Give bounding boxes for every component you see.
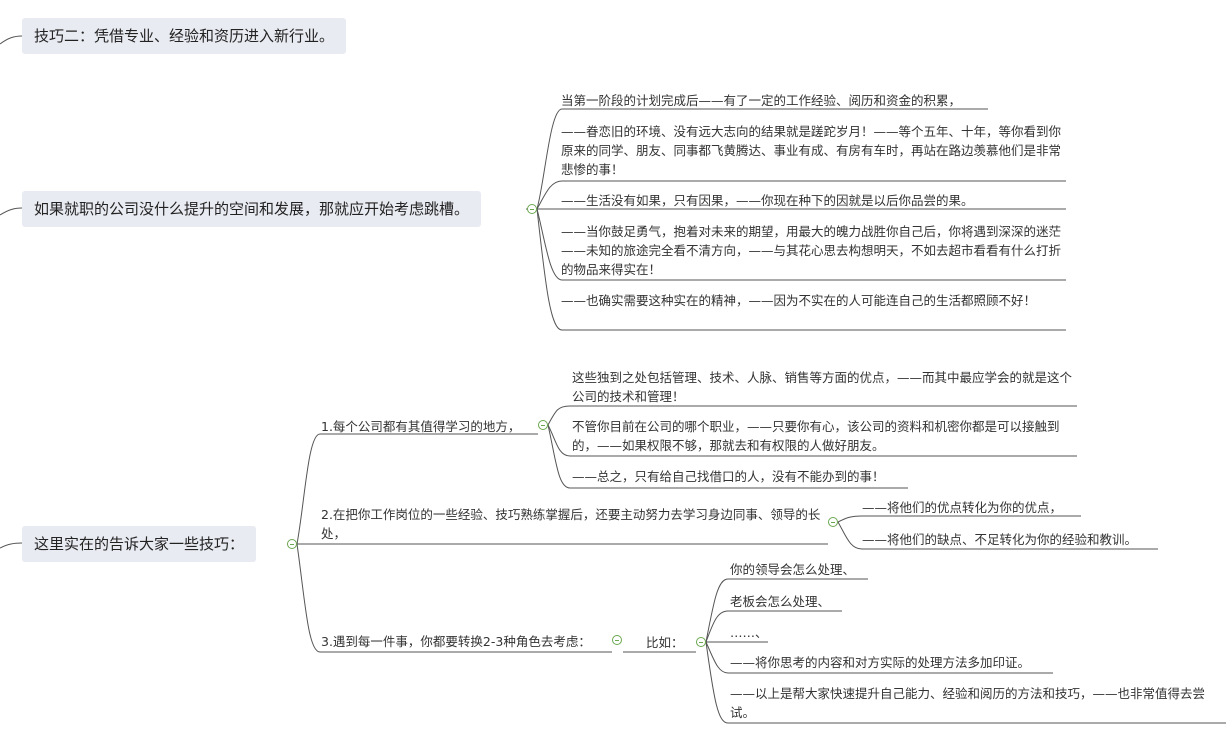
connector-b2-c1 <box>837 515 1081 523</box>
t3-branch-3-sublabel[interactable]: 比如： <box>646 635 684 650</box>
b3-child-2[interactable]: 老板会怎么处理、 <box>730 594 831 609</box>
b1-child-2[interactable]: 不管你目前在公司的哪个职业，——只要你有心，该公司的资料和机密你都是可以接触到的… <box>572 419 1060 453</box>
b3-child-3[interactable]: ……、 <box>730 625 768 640</box>
connector-b1-c2 <box>547 424 1077 457</box>
connector-root-topic-3 <box>0 542 23 549</box>
connector-b3-c5 <box>705 641 1226 724</box>
t3-branch-1[interactable]: 1.每个公司都有其值得学习的地方， <box>321 419 521 434</box>
collapse-toggle-icon[interactable] <box>527 204 537 214</box>
collapse-toggle-icon[interactable] <box>287 539 297 549</box>
connector-t2-c2 <box>536 180 1066 210</box>
b3-child-1[interactable]: 你的领导会怎么处理、 <box>730 562 856 577</box>
collapse-toggle-icon[interactable] <box>612 635 622 645</box>
connector-b1-c3 <box>547 424 908 489</box>
connector-root-topic-2 <box>0 207 23 216</box>
connector-b2-c2 <box>837 521 1158 550</box>
t3-branch-2[interactable]: 2.在把你工作岗位的一些经验、技巧熟练掌握后，还要主动努力去学习身边同事、领导的… <box>321 507 821 541</box>
t3-branch-3[interactable]: 3.遇到每一件事，你都要转换2-3种角色去考虑： <box>321 634 591 649</box>
b2-child-1[interactable]: ——将他们的优点转化为你的优点， <box>862 500 1063 515</box>
b2-child-2[interactable]: ——将他们的缺点、不足转化为你的经验和教训。 <box>862 532 1138 547</box>
b1-child-3[interactable]: ——总之，只有给自己找借口的人，没有不能办到的事！ <box>572 469 885 484</box>
connector-t3-b1 <box>296 433 538 545</box>
b3-child-5[interactable]: ——以上是帮大家快速提升自己能力、经验和阅历的方法和技巧，——也非常值得去尝试。 <box>730 686 1206 720</box>
connector-t2-c4 <box>536 208 1066 281</box>
t2-child-3[interactable]: ——生活没有如果，只有因果，——你现在种下的因就是以后你品尝的果。 <box>561 193 974 208</box>
connector-t2-c1 <box>536 108 988 210</box>
topic-3[interactable]: 这里实在的告诉大家一些技巧： <box>22 526 257 562</box>
collapse-toggle-icon[interactable] <box>538 420 548 430</box>
connector-t2-c5 <box>536 208 1066 331</box>
connector-b3-c1 <box>705 578 868 643</box>
connector-b3-c4 <box>705 641 1053 674</box>
t2-child-1[interactable]: 当第一阶段的计划完成后——有了一定的工作经验、阅历和资金的积累， <box>561 93 962 108</box>
connector-t3-b3 <box>296 543 612 653</box>
connector-root-topic-1 <box>0 35 23 45</box>
connector-b3-c2 <box>705 610 842 643</box>
t2-child-2[interactable]: ——眷恋旧的环境、没有远大志向的结果就是蹉跎岁月！——等个五年、十年，等你看到你… <box>561 124 1062 177</box>
t2-child-5[interactable]: ——也确实需要这种实在的精神，——因为不实在的人可能连自己的生活都照顾不好！ <box>561 293 1037 308</box>
topic-1[interactable]: 技巧二：凭借专业、经验和资历进入新行业。 <box>22 18 347 54</box>
b1-child-1[interactable]: 这些独到之处包括管理、技术、人脉、销售等方面的优点，——而其中最应学会的就是这个… <box>572 370 1073 404</box>
t2-child-4[interactable]: ——当你鼓足勇气，抱着对未来的期望，用最大的魄力战胜你自己后，你将遇到深深的迷茫… <box>561 224 1062 277</box>
collapse-toggle-icon[interactable] <box>696 637 706 647</box>
b3-child-4[interactable]: ——将你思考的内容和对方实际的处理方法多加印证。 <box>730 655 1031 670</box>
topic-2[interactable]: 如果就职的公司没什么提升的空间和发展，那就应开始考虑跳槽。 <box>22 191 482 227</box>
connector-b1-c1 <box>547 405 1077 426</box>
collapse-toggle-icon[interactable] <box>828 517 838 527</box>
